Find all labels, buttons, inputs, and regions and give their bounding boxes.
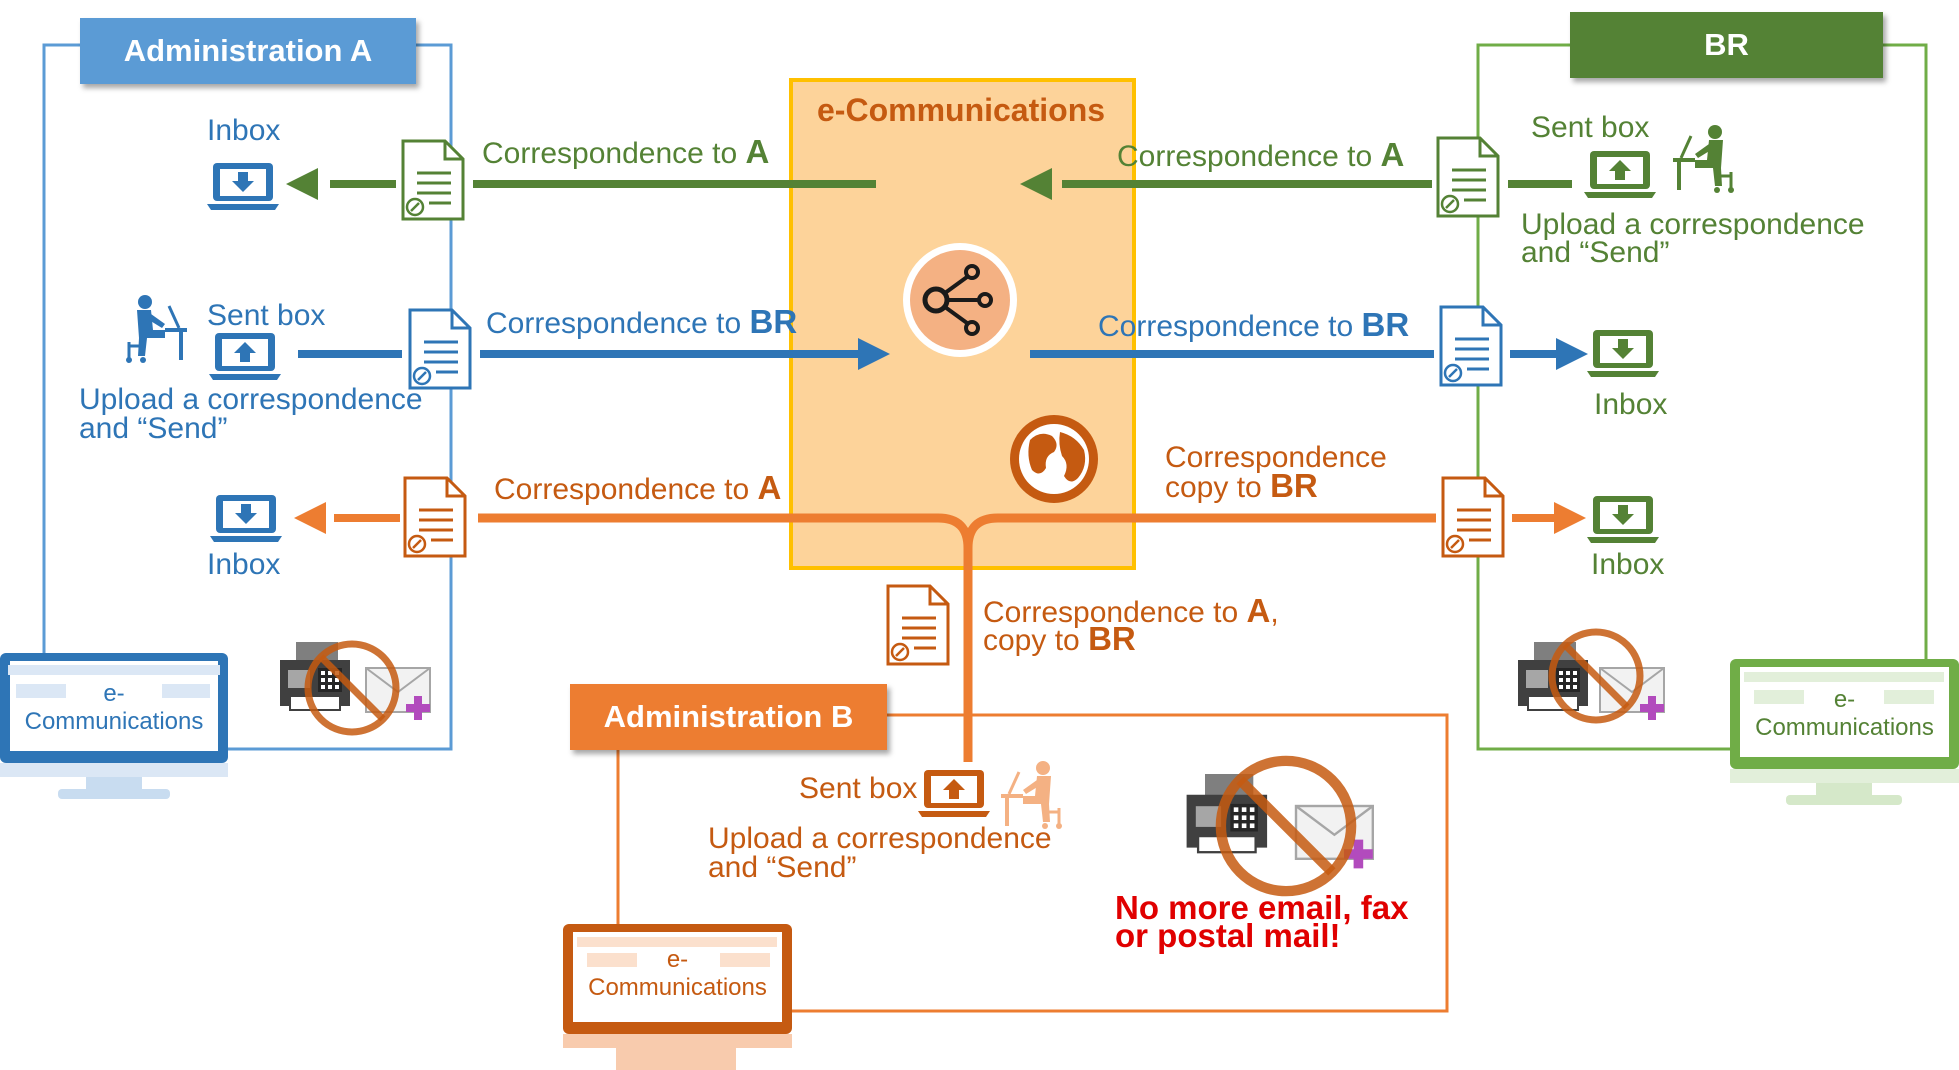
monitor-a-text: e- Communications [10,680,218,736]
no-more-mail-line1: No more email, fax [1115,889,1409,926]
monitor-br-text: e- Communications [1740,686,1949,742]
a-inbox-top-label: Inbox [207,114,281,147]
monitor-icon [0,653,228,799]
document-icon [401,139,465,221]
corr-copy-label-line2: copy to BR [1165,467,1318,504]
monitor-br-line2: Communications [1755,714,1934,741]
br-upload-label-line2: and “Send” [1521,236,1670,269]
corr-to-a-right-label: Correspondence to A [1117,136,1405,173]
laptop-sent-icon [209,333,281,380]
b-upload-label-line2: and “Send” [708,851,857,884]
document-icon [1436,136,1500,218]
corr-to-a-orange-label: Correspondence to A [494,469,782,506]
arrow-br-to-hub [1020,168,1052,200]
person-at-desk-icon [124,293,189,365]
monitor-b-text: e- Communications [573,946,782,1002]
laptop-inbox-icon [207,163,279,210]
b-corr-label-line1: Correspondence to A, [983,592,1279,629]
laptop-sent-icon [1584,151,1656,198]
arrow-a-to-hub [858,338,890,370]
corr-to-a-left-label: Correspondence to A [482,133,770,170]
monitor-b-line1: e- [666,946,689,973]
laptop-inbox-icon [1587,330,1659,377]
corr-to-br-right-label: Correspondence to BR [1098,306,1410,343]
monitor-a-line2: Communications [24,708,204,735]
arrow-to-a-inbox-orange [294,502,326,534]
share-hub-icon [903,243,1017,357]
admin-b-title: Administration B [570,684,887,750]
corr-to-br-left-label: Correspondence to BR [486,303,798,340]
hub-title: e-Communications [817,92,1106,128]
a-sent-box-label: Sent box [207,299,326,332]
monitor-icon [1730,659,1959,805]
monitor-a-line1: e- [103,680,125,707]
laptop-sent-icon [918,770,990,817]
br-sent-box-label: Sent box [1531,111,1650,144]
arrow-to-br-inbox [1556,338,1588,370]
document-icon [1441,476,1505,558]
a-upload-label-line2: and “Send” [79,412,228,445]
monitor-b-line2: Communications [588,974,767,1001]
laptop-inbox-icon [1587,496,1659,543]
admin-a-title: Administration A [80,18,416,84]
monitor-br-line1: e- [1833,686,1856,713]
document-icon [886,584,950,666]
monitor-icon [563,924,792,1070]
b-sent-box-label: Sent box [799,772,918,805]
arrow-to-a-inbox [286,168,318,200]
document-icon [403,476,467,558]
no-more-mail-line2: or postal mail! [1115,917,1341,954]
corr-copy-label-line1: Correspondence [1165,441,1387,474]
admin-b-frame [616,713,1449,1013]
document-icon [1439,305,1503,387]
a-inbox-bottom-label: Inbox [207,548,281,581]
person-at-desk-icon [1671,123,1736,195]
br-upload-label-line1: Upload a correspondence [1521,208,1865,241]
laptop-inbox-icon [210,495,282,542]
globe-icon [1010,415,1098,503]
br-title: BR [1570,12,1883,78]
a-upload-label-line1: Upload a correspondence [79,383,423,416]
b-upload-label-line1: Upload a correspondence [708,822,1052,855]
person-at-desk-icon [999,759,1064,831]
document-icon [408,308,472,390]
br-inbox-bottom-label: Inbox [1591,548,1665,581]
b-corr-label-line2: copy to BR [983,620,1136,657]
envelope-icon [1294,804,1375,870]
br-inbox-top-label: Inbox [1594,388,1668,421]
arrow-to-br-inbox-orange [1554,502,1586,534]
